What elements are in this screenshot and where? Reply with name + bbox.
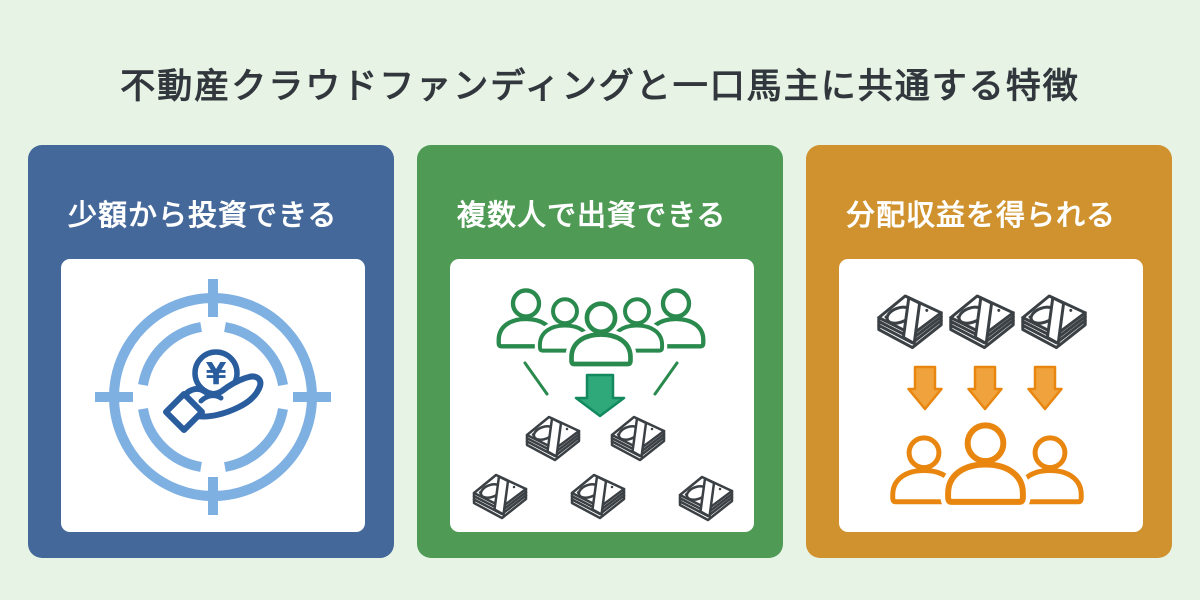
card-distribution-profit: 分配収益を得られる xyxy=(806,145,1172,558)
card-multiple-investors: 複数人で出資できる xyxy=(417,145,783,558)
people-group-icon xyxy=(499,290,704,364)
down-arrow-icon xyxy=(1027,365,1063,411)
open-hand-icon xyxy=(163,373,264,433)
money-stack-icon xyxy=(877,294,943,350)
money-stacks-group xyxy=(472,415,734,522)
money-stack-icon xyxy=(525,415,581,462)
down-arrow-icon xyxy=(967,365,1003,411)
money-stacks-group xyxy=(877,294,1087,350)
feature-cards-row: 少額から投資できる ¥ xyxy=(0,145,1200,558)
icon-panel xyxy=(450,259,754,532)
money-stack-icon xyxy=(472,473,528,520)
card-title-distribution-profit: 分配収益を得られる xyxy=(846,200,1117,232)
money-stack-icon xyxy=(610,415,666,462)
people-group-funding-money-icon xyxy=(472,259,734,522)
icon-panel: ¥ xyxy=(61,259,365,532)
icon-panel xyxy=(839,259,1143,532)
yen-coin-on-hand-in-target-icon: ¥ xyxy=(95,279,331,515)
card-title-small-investment: 少額から投資できる xyxy=(68,200,338,232)
money-stack-icon xyxy=(678,475,734,522)
card-title-multiple-investors: 複数人で出資できる xyxy=(457,200,727,232)
yen-symbol: ¥ xyxy=(206,357,227,392)
money-stack-icon xyxy=(1021,294,1087,350)
down-arrow-icon xyxy=(574,373,626,418)
people-group-icon xyxy=(893,425,1081,502)
money-stack-icon xyxy=(570,473,626,520)
target-crosshair-ticks xyxy=(95,279,331,515)
money-distributed-to-people-icon xyxy=(877,294,1087,532)
down-arrow-icon xyxy=(907,365,943,411)
page-title: 不動産クラウドファンディングと一口馬主に共通する特徴 xyxy=(120,67,1080,106)
fan-line-right xyxy=(653,361,679,396)
card-small-investment: 少額から投資できる ¥ xyxy=(28,145,394,558)
distribution-arrows xyxy=(907,365,1063,411)
fan-line-left xyxy=(523,361,549,396)
money-stack-icon xyxy=(949,294,1015,350)
